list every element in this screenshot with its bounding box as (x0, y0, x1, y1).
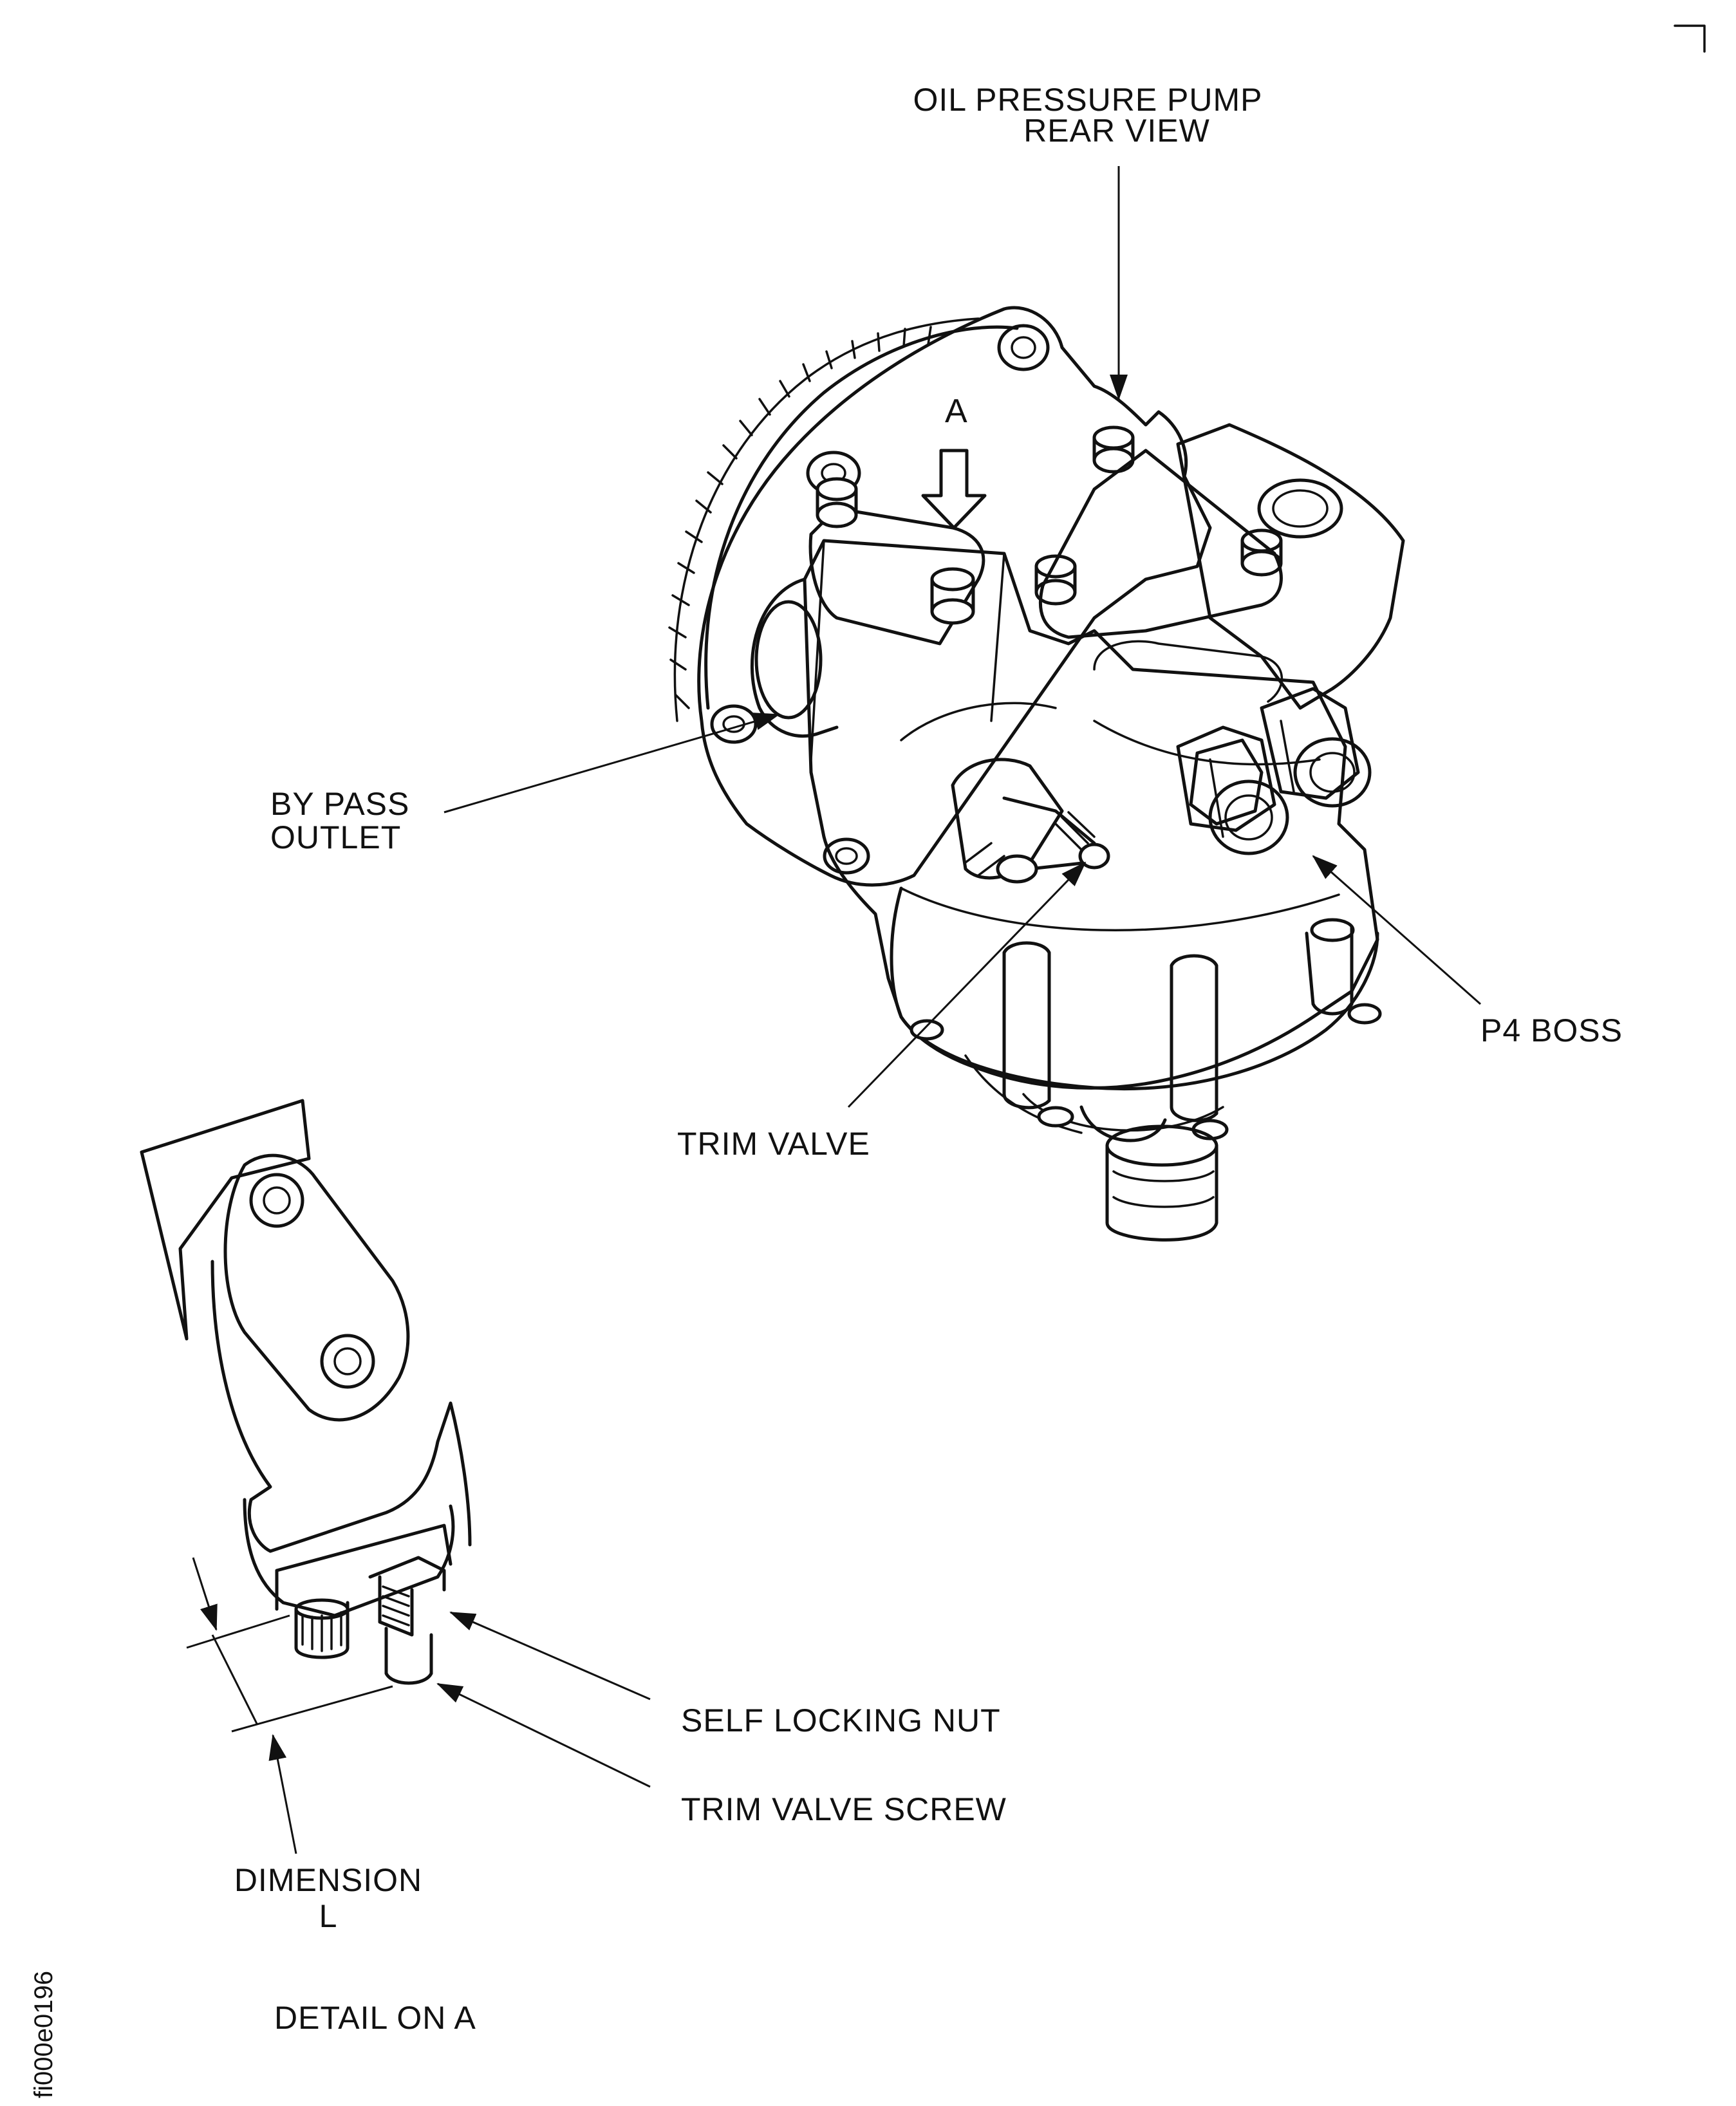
detail-a-illustration (140, 1099, 472, 1685)
bypass-label-line-2: OUTLET (270, 819, 402, 855)
view-a-arrow (921, 449, 987, 530)
self-locking-nut-leader (449, 1611, 651, 1701)
bottom-outlet-fitting (1079, 1105, 1218, 1242)
p4-boss-label: P4 BOSS (1480, 1012, 1623, 1048)
dimension-l (186, 1557, 393, 1854)
trim-valve-screw-leader (436, 1682, 651, 1788)
bottom-fasteners (910, 1003, 1382, 1141)
view-a-label: A (945, 393, 968, 430)
trim-valve-assembly (951, 758, 1110, 884)
bypass-boss (751, 577, 839, 738)
trim-valve-label: TRIM VALVE (677, 1126, 870, 1162)
side-port-block (1176, 423, 1405, 710)
lower-cover (890, 886, 1379, 1091)
right-cover-plate (1038, 449, 1283, 639)
bypass-label-line-1: BY PASS (270, 786, 410, 822)
corner-mark (1674, 24, 1706, 53)
trim-valve-screw-label: TRIM VALVE SCREW (681, 1791, 1007, 1827)
title-line-2: REAR VIEW (1023, 113, 1210, 149)
bypass-leader (443, 713, 780, 814)
self-locking-nut-label: SELF LOCKING NUT (681, 1702, 1001, 1738)
p4-boss-fittings (1176, 687, 1372, 855)
trim-valve-leader (847, 861, 1087, 1108)
figure-id: fi000e0196 (30, 1971, 58, 2098)
cover-studs (816, 425, 1283, 625)
detail-caption: DETAIL ON A (274, 2000, 476, 2036)
oil-pressure-pump-illustration (668, 306, 1405, 1242)
mounting-flange (697, 306, 1212, 887)
p4-boss-leader (1312, 855, 1481, 1005)
pump-body (803, 539, 1379, 1090)
title-line-1: OIL PRESSURE PUMP (913, 82, 1263, 118)
dimension-label-line-1: DIMENSION (234, 1862, 423, 1898)
dimension-label-line-2: L (319, 1898, 338, 1934)
